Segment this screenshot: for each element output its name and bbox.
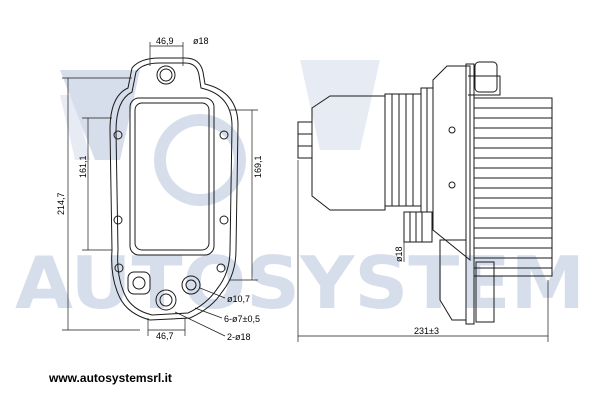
- dim-bottom-width: 46,7: [156, 331, 174, 341]
- dim-hole-spacing-right: 169,1: [253, 155, 263, 178]
- dim-port-diameter: ø10,7: [227, 294, 250, 304]
- bolt-hole: [114, 263, 124, 273]
- flange-outline: [109, 57, 239, 321]
- cooler-core: [473, 97, 553, 277]
- filter-cap-hex: [297, 121, 313, 159]
- dim-overall-height: 214,7: [56, 192, 66, 215]
- flange-window: [129, 97, 215, 256]
- side-port: [403, 211, 433, 243]
- bolt-hole: [219, 215, 229, 225]
- dim-hole-spacing-left: 161,1: [78, 155, 88, 178]
- dimension-lines-right: [297, 160, 549, 342]
- dim-side-port: ø18: [394, 246, 404, 262]
- dimension-lines-left: [62, 42, 258, 337]
- dim-top-hole: ø18: [193, 36, 209, 46]
- bolt-hole: [219, 130, 229, 140]
- bottom-bracket: [439, 239, 467, 321]
- bolt-hole: [216, 263, 226, 273]
- dim-bolt-holes: 6-ø7±0,5: [224, 314, 260, 324]
- flange-front-view: [109, 57, 239, 321]
- cooler-side-view: [297, 61, 553, 325]
- bolt-hole: [113, 215, 123, 225]
- top-boss: [474, 61, 498, 93]
- dim-top-width: 46,9: [156, 36, 174, 46]
- dim-bottom-ports: 2-ø18: [227, 332, 251, 342]
- website-url[interactable]: www.autosystemsrl.it: [49, 371, 172, 385]
- filter-housing: [311, 95, 386, 211]
- bottom-port-left: [127, 271, 151, 295]
- bolt-hole: [113, 130, 123, 140]
- watermark-text: AUTOSYSTEM: [15, 241, 585, 325]
- bottom-port-right: [181, 275, 201, 295]
- bottom-port-center: [155, 289, 177, 311]
- cooler-fins: [474, 107, 552, 269]
- dim-overall-length: 231±3: [414, 326, 439, 336]
- top-port: [156, 65, 176, 85]
- watermark: AUTOSYSTEM: [15, 60, 585, 325]
